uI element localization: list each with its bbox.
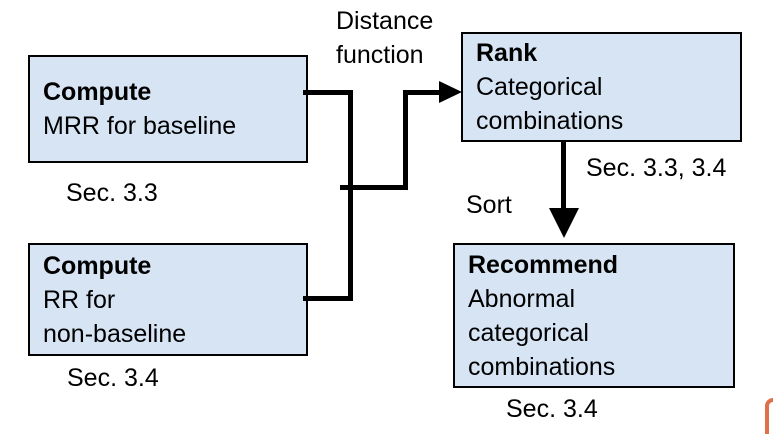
edge-label-sort: Sort [466, 191, 512, 219]
connector-up-vertical [403, 90, 408, 190]
edge-label-line: Distance [336, 7, 434, 35]
edge-label-line: function [336, 41, 424, 69]
node-text-line: combinations [468, 352, 616, 381]
connector-merge-vertical [348, 90, 353, 301]
node-text-line: Categorical [476, 73, 603, 101]
section-label-compute-rr: Sec. 3.4 [67, 364, 159, 392]
node-compute-rr-non-baseline: Compute RR for non-baseline [28, 243, 308, 356]
connector-compute-mrr-out [303, 90, 353, 95]
node-title: Compute [43, 78, 152, 106]
section-label-compute-mrr: Sec. 3.3 [66, 179, 158, 207]
section-label-recommend: Sec. 3.4 [506, 395, 598, 423]
node-recommend-abnormal-combinations: Recommend Abnormal categorical combinati… [453, 243, 735, 388]
node-title: Recommend [468, 250, 619, 279]
node-title: Compute [43, 251, 152, 280]
arrowhead-right-icon [439, 81, 462, 103]
connector-junction-horizontal [340, 185, 408, 190]
node-text-line: MRR for baseline [43, 112, 237, 140]
connector-rank-to-recommend-shaft [561, 142, 566, 210]
arrowhead-down-icon [549, 208, 579, 238]
connector-into-rank-shaft [403, 90, 441, 95]
node-text-line: RR for [43, 285, 116, 314]
node-compute-mrr-baseline: Compute MRR for baseline [28, 55, 308, 163]
node-text-line: categorical [468, 318, 589, 347]
node-text-line: non-baseline [43, 319, 187, 348]
node-text-line: combinations [476, 107, 624, 135]
edge-label-distance-function: Distance function [336, 4, 433, 72]
node-title: Rank [476, 39, 538, 67]
node-text-line: Abnormal [468, 284, 575, 313]
node-rank-categorical-combinations: Rank Categorical combinations [461, 32, 742, 142]
section-label-rank: Sec. 3.3, 3.4 [586, 154, 727, 182]
clipped-orange-box-edge [765, 398, 773, 434]
connector-compute-rr-out [303, 296, 353, 301]
